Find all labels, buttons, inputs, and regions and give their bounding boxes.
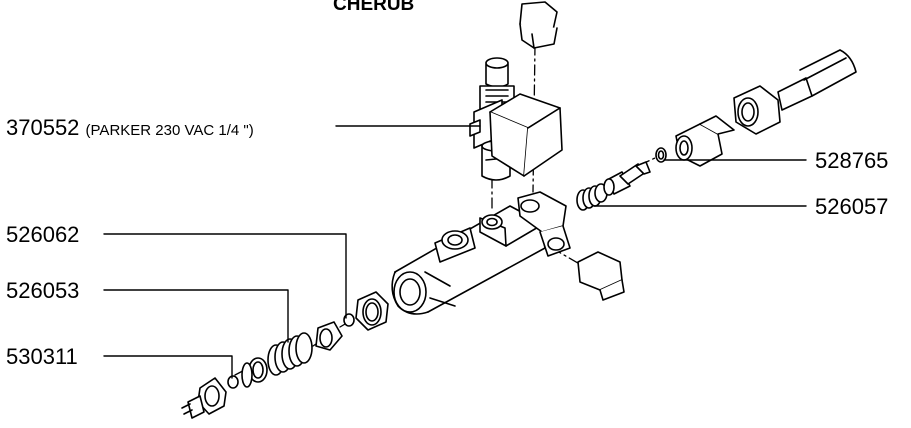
tee-body [391, 191, 571, 315]
label-370552: 370552 (PARKER 230 VAC 1/4 ") [6, 116, 254, 143]
side-hex-cap [577, 251, 625, 301]
diagram-title: CHERUB [333, 0, 415, 15]
top-hex-cap [519, 1, 558, 49]
left-side-parts [181, 291, 389, 419]
part-number: 370552 [6, 115, 80, 140]
label-526062: 526062 [6, 222, 80, 247]
hose-assembly [675, 49, 857, 167]
leader-lines [103, 125, 807, 379]
part-note: (PARKER 230 VAC 1/4 ") [85, 122, 254, 139]
label-530311: 530311 [6, 344, 78, 369]
right-side-parts [576, 147, 667, 211]
label-526053: 526053 [6, 278, 80, 303]
assembly-axis-lines [234, 44, 656, 376]
label-526057: 526057 [815, 194, 889, 219]
label-528765: 528765 [815, 148, 889, 173]
solenoid-valve [469, 57, 563, 181]
